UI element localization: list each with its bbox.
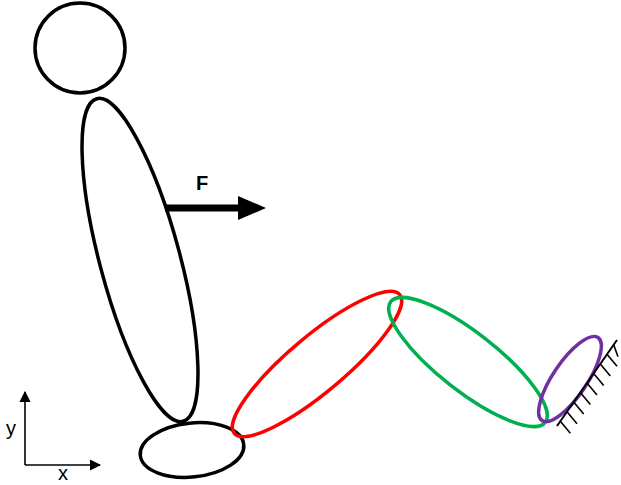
force-arrow-head	[238, 196, 266, 220]
force-label: F	[196, 173, 208, 193]
force-arrow-shaft	[165, 205, 240, 212]
shank-ellipse	[373, 279, 563, 445]
wall-line	[557, 340, 617, 426]
hatch-stroke	[600, 364, 610, 376]
hatch-stroke	[607, 354, 617, 366]
thigh-ellipse	[216, 273, 417, 455]
axis-label: x	[58, 463, 68, 483]
y-axis	[24, 392, 26, 465]
head-circle	[35, 3, 125, 93]
hatch-stroke	[574, 402, 584, 414]
foot-ellipse	[528, 328, 612, 430]
hatch-stroke	[560, 421, 570, 433]
hatch-stroke	[567, 412, 577, 424]
torso-ellipse	[58, 88, 222, 431]
hatch-stroke	[580, 393, 590, 405]
pelvis-ellipse	[137, 418, 246, 483]
hatch-stroke	[614, 345, 618, 357]
axis-label: y	[6, 418, 16, 438]
hatch-stroke	[594, 373, 604, 385]
hatch-stroke	[587, 383, 597, 395]
wall-hatching	[560, 345, 618, 433]
